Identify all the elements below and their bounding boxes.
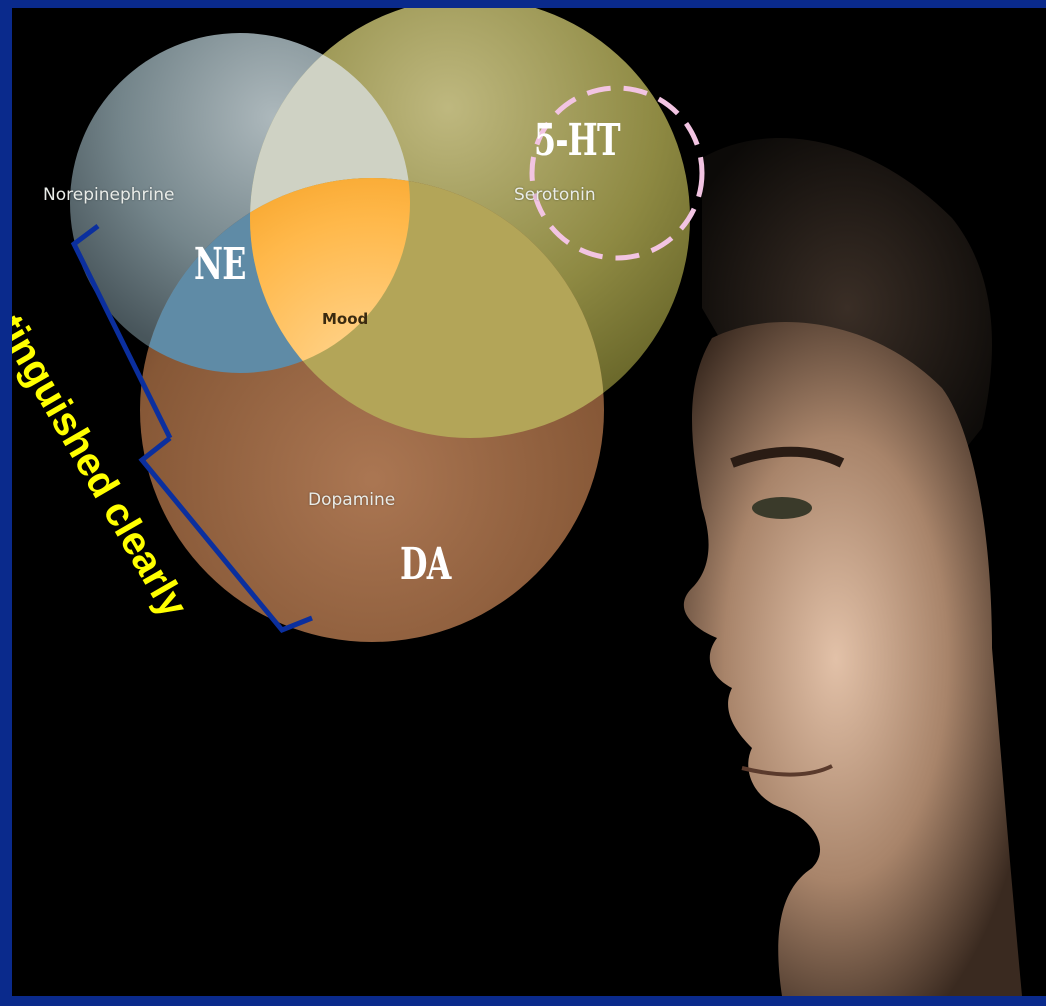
face-shape <box>683 322 1022 996</box>
eye-shape <box>752 497 812 519</box>
five-ht-dashed-circle <box>529 85 705 261</box>
face-photo <box>683 138 1022 996</box>
mouth-shape <box>741 764 833 777</box>
ne-da-overlap <box>140 178 410 373</box>
ne-bracket <box>70 224 173 440</box>
venn-diagram <box>70 8 690 642</box>
diagram-svg <box>70 8 1022 996</box>
image-stage: Norepinephrine Serotonin Dopamine Mood N… <box>12 8 1046 996</box>
da-bracket <box>138 436 313 633</box>
brow-shape <box>730 446 845 468</box>
